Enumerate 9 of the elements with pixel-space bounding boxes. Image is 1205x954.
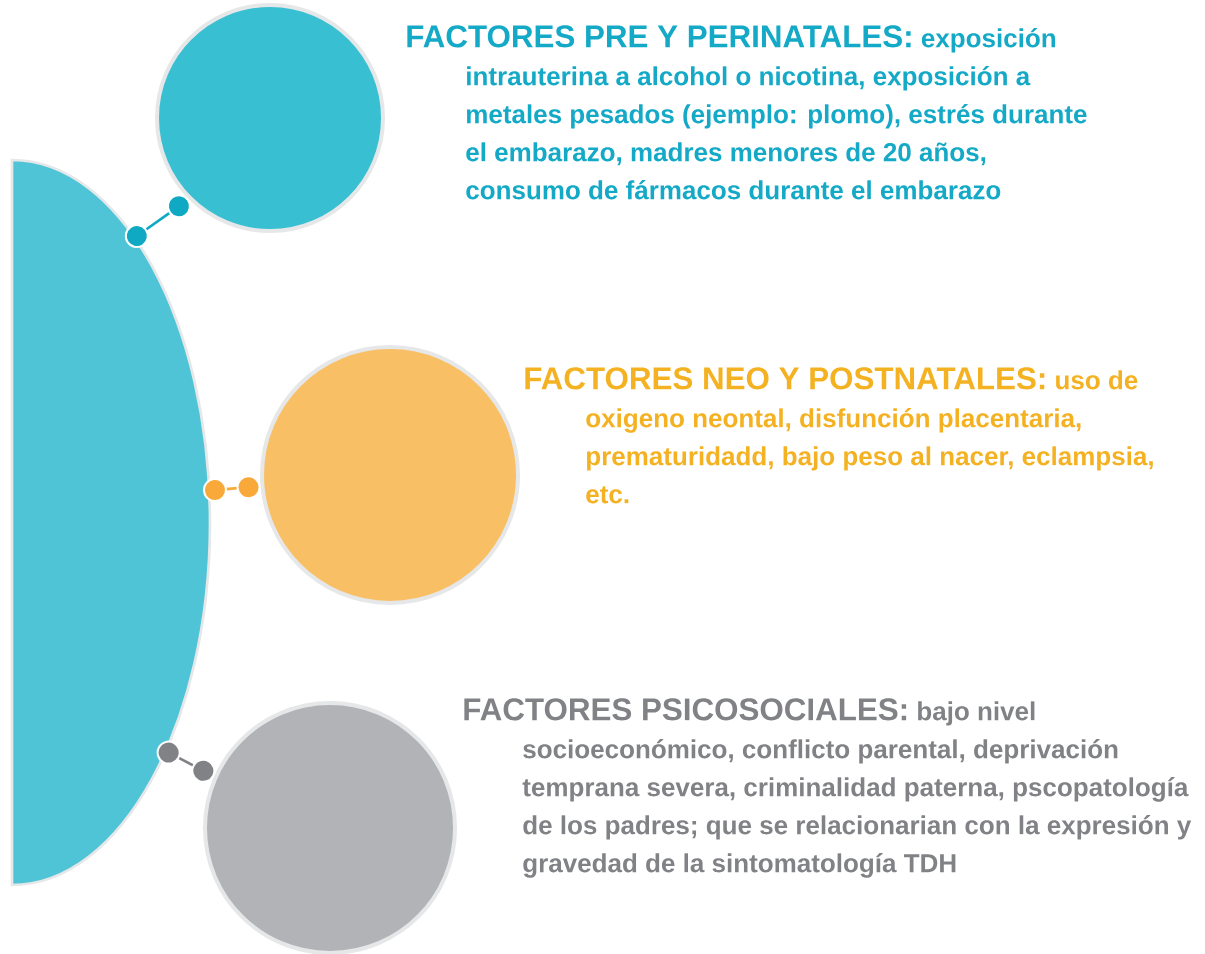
factor-text: FACTORES PSICOSOCIALES: bajo nivel socioeconómico, conflicto parental, deprivación temprana severa, criminalidad paterna, pscopatología de los padres; que se relacionarian con la expresión y gravedad de la sintomatología TDH (464, 698, 1192, 878)
connector (156, 740, 216, 783)
factor-text: FACTORES NEO Y POSTNATALES: uso de oxigeno neontal, disfunción placentaria, prematuridadd, bajo peso al nacer, eclampsia, etc. (525, 367, 1153, 504)
circle (155, 3, 385, 233)
circle (260, 345, 520, 605)
factor-text: FACTORES PRE Y PERINATALES: exposición intrauterina a alcohol o nicotina, exposición a metales pesados (ejemplo: plomo), estrés durante el embarazo, madres menores de 20 años, consumo de fármacos durante el embarazo (407, 25, 1087, 200)
circle (203, 701, 457, 954)
connector (124, 194, 191, 249)
connector (203, 475, 261, 502)
